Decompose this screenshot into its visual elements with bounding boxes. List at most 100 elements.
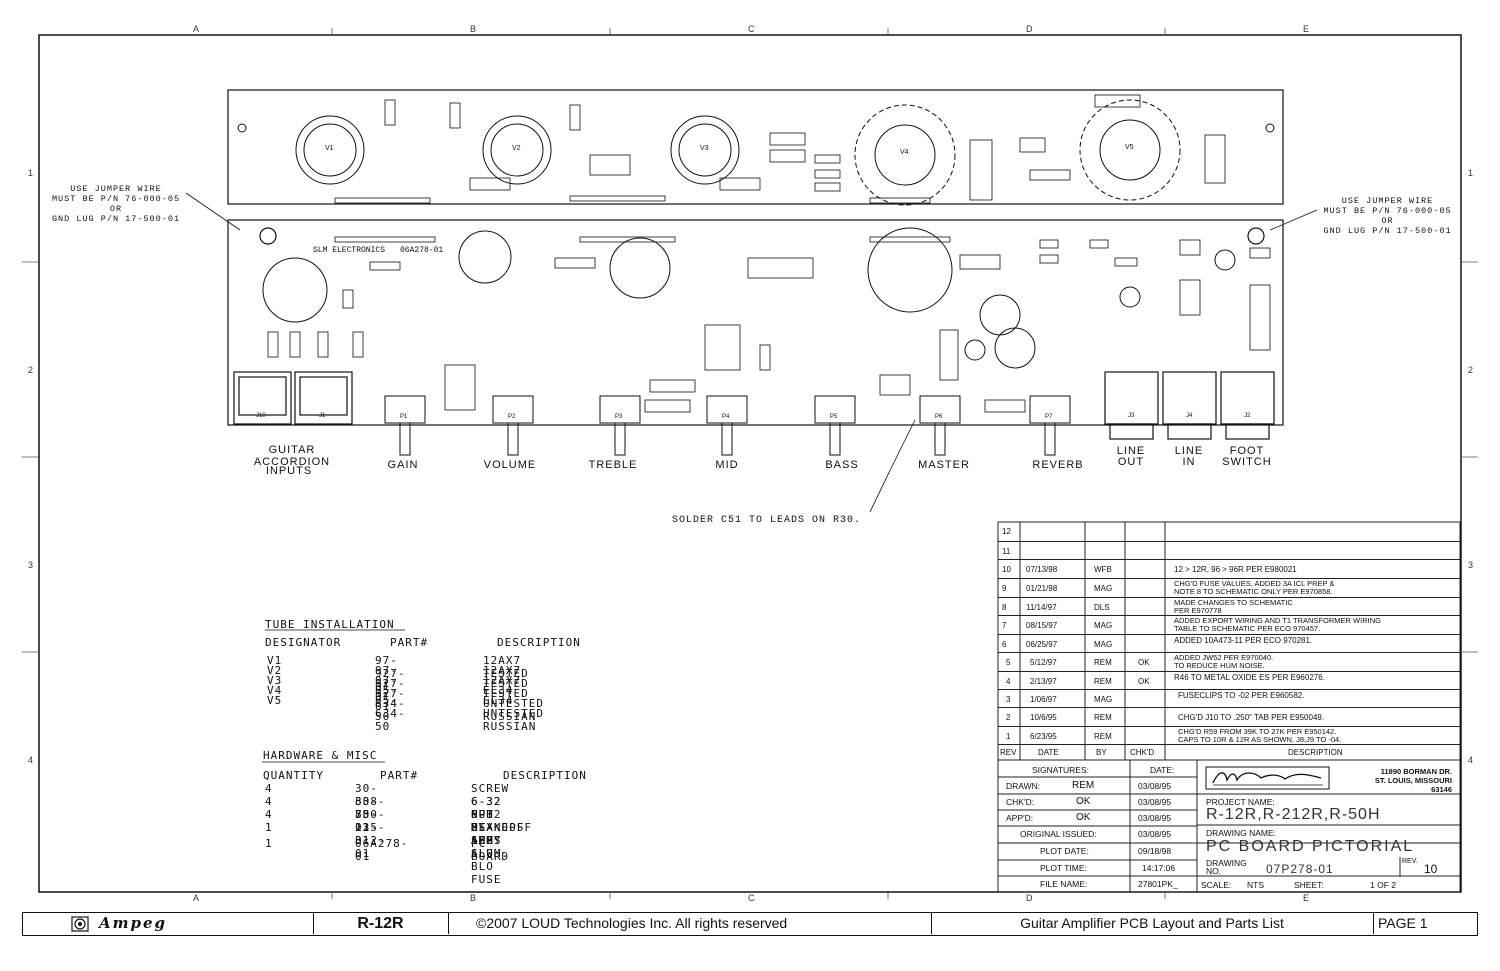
appd-value: OK xyxy=(1076,812,1091,823)
grid-row-4-left: 4 xyxy=(28,755,34,765)
drawing-name-label: DRAWING NAME: xyxy=(1206,828,1277,838)
table-row: 3 1/06/97 MAG FUSECLIPS TO -02 PER E9605… xyxy=(998,689,1460,709)
grid-row-1-right: 1 xyxy=(1468,168,1474,178)
tube-part: 95-634-50 xyxy=(375,684,406,723)
control-label-bass: BASS xyxy=(825,459,859,471)
footer-copyright: ©2007 LOUD Technologies Inc. All rights … xyxy=(476,915,788,931)
scale-label: SCALE: xyxy=(1201,880,1232,890)
jumper-note-right: USE JUMPER WIRE MUST BE P/N 76-000-05 OR… xyxy=(1323,196,1452,236)
rev-number: 4 xyxy=(1006,677,1011,686)
rev-by: REM xyxy=(1094,658,1112,667)
original-issued-date: 03/08/95 xyxy=(1138,829,1172,839)
drawn-date: 03/08/95 xyxy=(1138,781,1172,791)
tube-v3: V3 xyxy=(700,145,709,152)
ampeg-logo-icon xyxy=(71,916,89,932)
rev-description: MADE CHANGES TO SCHEMATIC PER E970778 xyxy=(1174,598,1293,615)
table-row: 1 6/23/95 REM CHG'D R59 FROM 39K TO 27K … xyxy=(998,726,1460,746)
hardware-part: 30-638-53 xyxy=(355,782,386,821)
jumper-note-left: USE JUMPER WIRE MUST BE P/N 76-000-05 OR… xyxy=(51,184,181,224)
rev-description: ADDED JW52 PER E970040. TO REDUCE HUM NO… xyxy=(1174,653,1274,670)
rev-number: 8 xyxy=(1002,603,1007,612)
table-row: 11 xyxy=(998,541,1460,561)
rev-header-chkd: CHK'D xyxy=(1130,748,1155,757)
hardware-quantity: 1 xyxy=(265,821,273,834)
tube-header-designator: DESIGNATOR xyxy=(265,636,342,649)
table-row: 6 06/25/97 MAG ADDED 10A473-11 PER ECO 9… xyxy=(998,634,1460,654)
grid-col-a-bottom: A xyxy=(193,893,200,903)
rev-number: 11 xyxy=(1002,547,1011,556)
hardware-title: HARDWARE & MISC xyxy=(263,749,378,762)
rev-description: ADDED EXPORT WIRING AND T1 TRANSFORMER W… xyxy=(1174,616,1381,633)
sheet-label: SHEET: xyxy=(1294,880,1324,890)
page-footer: Ampeg R-12R ©2007 LOUD Technologies Inc.… xyxy=(22,912,1478,936)
hardware-header-part: PART# xyxy=(380,769,419,782)
rev-by: MAG xyxy=(1094,584,1113,593)
hardware-description: SCREW 6-32 PPH MS SEMS xyxy=(471,782,510,847)
plot-date: 09/18/98 xyxy=(1138,846,1172,856)
hardware-description: 2 AMP SLO BLO FUSE xyxy=(471,821,502,886)
hardware-part: 23-312-01 xyxy=(355,821,386,860)
grid-col-e-top: E xyxy=(1303,24,1310,34)
pot-p1: P1 xyxy=(400,414,408,420)
jack-j1: J1 xyxy=(319,413,326,419)
pot-p4: P4 xyxy=(722,414,730,420)
solder-note: SOLDER C51 TO LEADS ON R30. xyxy=(672,515,862,526)
tube-header-part: PART# xyxy=(390,636,429,649)
footer-model-cell: R-12R xyxy=(313,913,449,934)
jack-j2: J2 xyxy=(1244,413,1251,419)
table-row: 2 10/6/95 REM CHG'D J10 TO .250" TAB PER… xyxy=(998,707,1460,727)
footer-page-cell: PAGE 1 xyxy=(1373,913,1476,934)
tube-part: 97-927-01 xyxy=(375,654,406,693)
chkd-date: 03/08/95 xyxy=(1138,797,1172,807)
hardware-quantity: 1 xyxy=(265,837,273,850)
tube-description: EL34 UNTESTED RUSSIAN xyxy=(483,694,544,733)
rev-date: 01/21/98 xyxy=(1026,584,1058,593)
rev-number: 10 xyxy=(1002,565,1011,574)
table-row: 7 08/15/97 MAG ADDED EXPORT WIRING AND T… xyxy=(998,615,1460,635)
rev-chkd: OK xyxy=(1138,658,1150,667)
tube-v4: V4 xyxy=(900,149,909,156)
rev-chkd: OK xyxy=(1138,677,1150,686)
file-name: 27801PK_ xyxy=(1138,879,1178,889)
chkd-value: OK xyxy=(1076,796,1091,807)
table-row: 9 01/21/98 MAG CHG'D FUSE VALUES, ADDED … xyxy=(998,578,1460,598)
date-label: DATE: xyxy=(1150,765,1175,775)
rev-date: 6/23/95 xyxy=(1030,732,1057,741)
revision-header: REV DATE BY CHK'D DESCRIPTION xyxy=(998,744,1460,760)
rev-by: REM xyxy=(1094,677,1112,686)
hardware-quantity: 4 xyxy=(265,782,273,795)
rev-number: 7 xyxy=(1002,621,1007,630)
hardware-quantity: 4 xyxy=(265,795,273,808)
footer-brand-cell: Ampeg xyxy=(23,913,314,934)
board-silkscreen: SLM ELECTRONICS xyxy=(313,246,386,255)
grid-row-1-left: 1 xyxy=(28,168,34,178)
grid-row-2-left: 2 xyxy=(28,365,34,375)
chkd-label: CHK'D: xyxy=(1006,797,1035,807)
rev-date: 08/15/97 xyxy=(1026,621,1058,630)
tube-installation-title: TUBE INSTALLATION xyxy=(265,618,395,631)
hardware-part: 30-700-01 xyxy=(355,795,386,834)
sheet-value: 1 OF 2 xyxy=(1370,880,1396,890)
control-label-treble: TREBLE xyxy=(588,459,638,471)
tube-description: 12AX7 TESTED xyxy=(483,674,529,700)
project-name: R-12R,R-212R,R-50H xyxy=(1206,806,1381,823)
pot-p5: P5 xyxy=(830,414,838,420)
rev-date: 1/06/97 xyxy=(1030,695,1057,704)
rev-header-date: DATE xyxy=(1038,748,1059,757)
project-name-label: PROJECT NAME: xyxy=(1206,797,1275,807)
appd-label: APP'D: xyxy=(1006,813,1034,823)
tube-v1: V1 xyxy=(325,145,334,152)
rev-number: 5 xyxy=(1006,658,1011,667)
tube-part: 97-927-01 xyxy=(375,674,406,713)
rev-date: 2/13/97 xyxy=(1030,677,1057,686)
tube-designator: V4 xyxy=(267,684,283,697)
drawn-value: REM xyxy=(1072,780,1095,791)
grid-col-d-bottom: D xyxy=(1026,893,1033,903)
table-row: 8 11/14/97 DLS MADE CHANGES TO SCHEMATIC… xyxy=(998,597,1460,617)
rev-by: WFB xyxy=(1094,565,1112,574)
grid-col-c-bottom: C xyxy=(748,893,755,903)
tube-designator: V1 xyxy=(267,654,283,667)
pot-p3: P3 xyxy=(615,414,623,420)
rev-description: CHG'D J10 TO .250" TAB PER E950049. xyxy=(1178,713,1325,722)
footer-description: Guitar Amplifier PCB Layout and Parts Li… xyxy=(1020,915,1284,931)
